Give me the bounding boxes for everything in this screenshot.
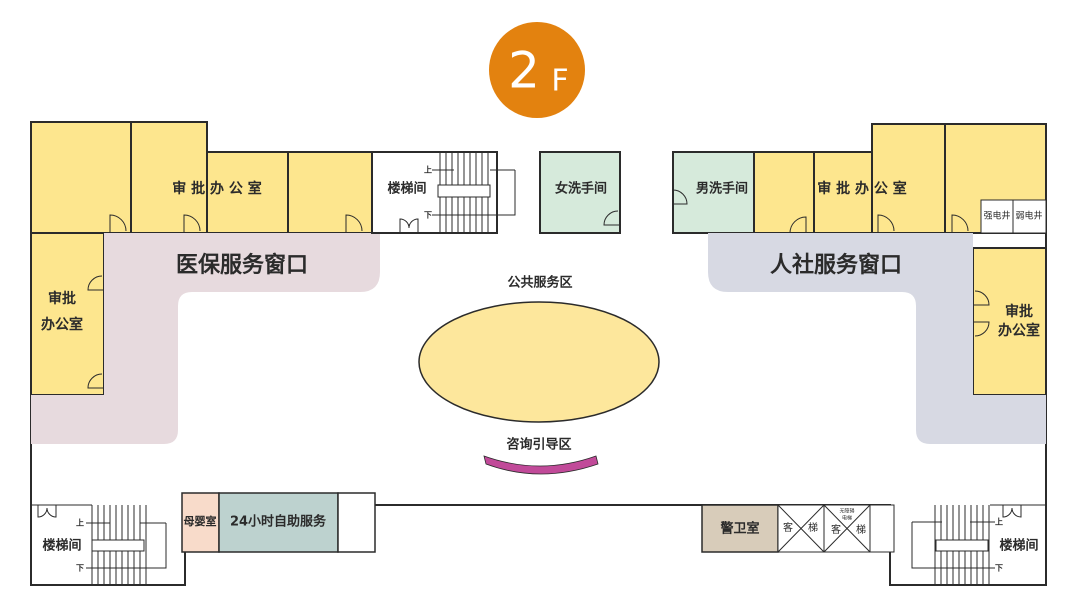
door-icons-left xyxy=(87,214,363,389)
self-service-label: 24小时自助服务 xyxy=(230,514,327,530)
elevator-2-label-a: 客 xyxy=(831,523,841,536)
women-restroom xyxy=(539,151,621,234)
stair-left-label: 楼梯间 xyxy=(42,538,81,554)
stair-top xyxy=(371,151,498,234)
public-area-label: 公共服务区 xyxy=(507,275,572,291)
medical-window-label: 医保服务窗口 xyxy=(176,252,308,278)
accessible-elevator-label-a: 无障碍 xyxy=(839,508,854,515)
men-restroom-label: 男洗手间 xyxy=(696,181,748,197)
self-service-room xyxy=(218,492,339,553)
strong-shaft xyxy=(980,199,1014,234)
storage-room xyxy=(337,492,376,553)
guard-room xyxy=(701,504,779,553)
elevator-1-label-b: 梯 xyxy=(808,521,818,534)
accessible-elevator-label-b: 电梯 xyxy=(842,515,852,522)
stairs-icon-top xyxy=(399,152,516,233)
left-side-office-label-2: 办公室 xyxy=(41,316,83,333)
elevators xyxy=(777,504,895,553)
guide-area-label: 咨询引导区 xyxy=(506,437,571,453)
social-window-label: 人社服务窗口 xyxy=(770,252,902,278)
right-side-office-label-2: 办公室 xyxy=(998,322,1040,339)
stair-up-label-left: 上 xyxy=(76,518,84,528)
elevator-1-label-a: 客 xyxy=(783,521,793,534)
stair-down-label-left: 下 xyxy=(76,564,84,573)
elevator-2-label-b: 梯 xyxy=(856,523,866,536)
strong-shaft-label: 强电井 xyxy=(983,210,1010,222)
door-icons-right xyxy=(789,214,990,337)
women-restroom-label: 女洗手间 xyxy=(555,181,607,197)
floor-badge: 2 F xyxy=(489,22,585,118)
guide-desk xyxy=(483,455,599,475)
floor-suffix: F xyxy=(551,64,568,99)
weak-shaft-label: 弱电井 xyxy=(1015,210,1042,222)
stair-top-label: 楼梯间 xyxy=(387,181,426,197)
medical-window-zone xyxy=(31,233,380,444)
left-side-office-label-1: 审批 xyxy=(48,290,76,307)
stair-up-label: 上 xyxy=(424,165,432,175)
guard-room-label: 警卫室 xyxy=(720,521,759,537)
left-offices xyxy=(30,121,373,396)
stairs-icon-left xyxy=(37,505,167,585)
door-icons-restroom xyxy=(603,189,688,226)
nursing-room-label: 母婴室 xyxy=(184,514,217,528)
social-window-zone xyxy=(708,233,1046,444)
stair-up-label-right: 上 xyxy=(995,517,1003,527)
weak-shaft xyxy=(1012,199,1047,234)
stair-right-label: 楼梯间 xyxy=(999,538,1038,554)
public-area xyxy=(418,301,660,423)
nursing-room xyxy=(181,492,220,553)
stair-down-label: 下 xyxy=(424,211,432,220)
stair-down-label-right: 下 xyxy=(995,564,1003,573)
stairs-icon-right xyxy=(911,505,1022,585)
right-side-office-label-1: 审批 xyxy=(1005,303,1033,320)
floor-number: 2 xyxy=(508,42,540,100)
right-office-label: 审 批 办 公 室 xyxy=(817,180,907,197)
left-office-label: 审 批 办 公 室 xyxy=(172,180,262,197)
